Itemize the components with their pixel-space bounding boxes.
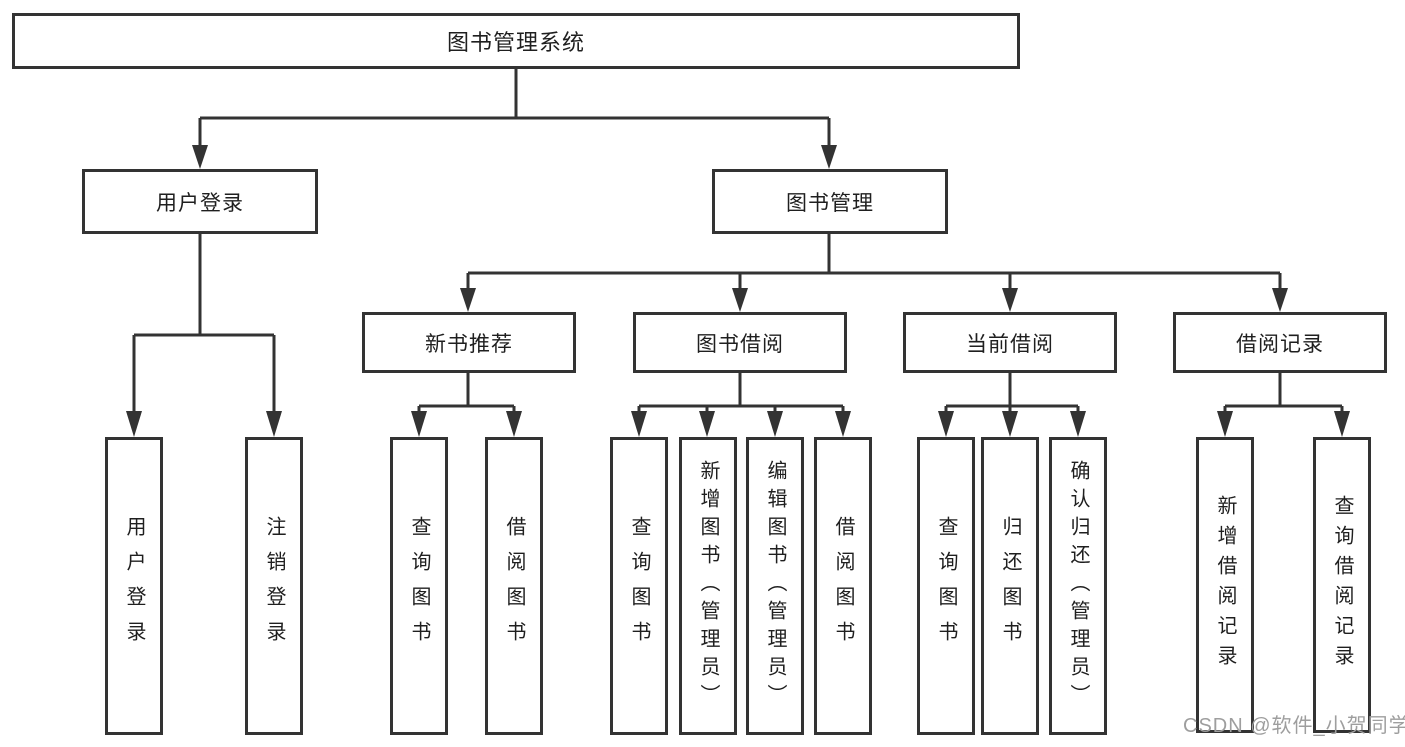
connector-user-login-to-leaves (126, 234, 282, 437)
node-label: 新增借阅记录 (1214, 495, 1236, 675)
connector-borrow-record-to-leaves (1217, 372, 1350, 437)
node-label: 图书管理 (786, 191, 874, 215)
node-leaf-query-books-1: 查询图书 (390, 437, 448, 735)
connector-book-borrow-to-leaves (631, 372, 851, 437)
node-current-borrow: 当前借阅 (903, 312, 1117, 373)
node-label: 查询借阅记录 (1331, 495, 1353, 675)
node-label: 借阅图书 (503, 516, 525, 656)
connector-new-book-to-leaves (411, 372, 522, 437)
node-label: 图书借阅 (696, 332, 784, 356)
node-leaf-query-books-2: 查询图书 (610, 437, 668, 735)
node-label: 查询图书 (628, 516, 650, 656)
node-borrow-record: 借阅记录 (1173, 312, 1387, 373)
node-leaf-query-books-3: 查询图书 (917, 437, 975, 735)
node-leaf-query-borrow-record: 查询借阅记录 (1313, 437, 1371, 733)
node-label: 用户登录 (156, 191, 244, 215)
node-label: 查询图书 (408, 516, 430, 656)
node-label: 借阅图书 (832, 516, 854, 656)
node-leaf-confirm-return-admin: 确认归还（管理员） (1049, 437, 1107, 735)
node-leaf-borrow-books-1: 借阅图书 (485, 437, 543, 735)
node-label: 借阅记录 (1236, 332, 1324, 356)
node-leaf-logout: 注销登录 (245, 437, 303, 735)
node-label: 查询图书 (935, 516, 957, 656)
node-label: 确认归还（管理员） (1067, 460, 1089, 712)
node-label: 图书管理系统 (446, 30, 585, 55)
node-leaf-borrow-books-2: 借阅图书 (814, 437, 872, 735)
watermark: CSDN @软件_小贺同学 (1183, 715, 1405, 737)
node-label: 编辑图书（管理员） (764, 460, 786, 712)
connector-root-to-level2 (192, 69, 837, 169)
node-leaf-edit-books-admin: 编辑图书（管理员） (746, 437, 804, 735)
node-leaf-user-login: 用户登录 (105, 437, 163, 735)
node-label: 新增图书（管理员） (697, 460, 719, 712)
node-label: 注销登录 (263, 516, 285, 656)
connector-book-mgmt-to-level3 (460, 234, 1288, 312)
node-leaf-add-books-admin: 新增图书（管理员） (679, 437, 737, 735)
node-leaf-return-books: 归还图书 (981, 437, 1039, 735)
node-book-borrow: 图书借阅 (633, 312, 847, 373)
node-user-login: 用户登录 (82, 169, 318, 234)
node-book-management: 图书管理 (712, 169, 948, 234)
node-label: 用户登录 (123, 516, 145, 656)
node-label: 当前借阅 (966, 332, 1054, 356)
node-leaf-add-borrow-record: 新增借阅记录 (1196, 437, 1254, 733)
connector-current-borrow-to-leaves (938, 372, 1086, 437)
node-label: 归还图书 (999, 516, 1021, 656)
node-library-management-system: 图书管理系统 (12, 13, 1020, 69)
node-new-book-recommend: 新书推荐 (362, 312, 576, 373)
node-label: 新书推荐 (425, 332, 513, 356)
